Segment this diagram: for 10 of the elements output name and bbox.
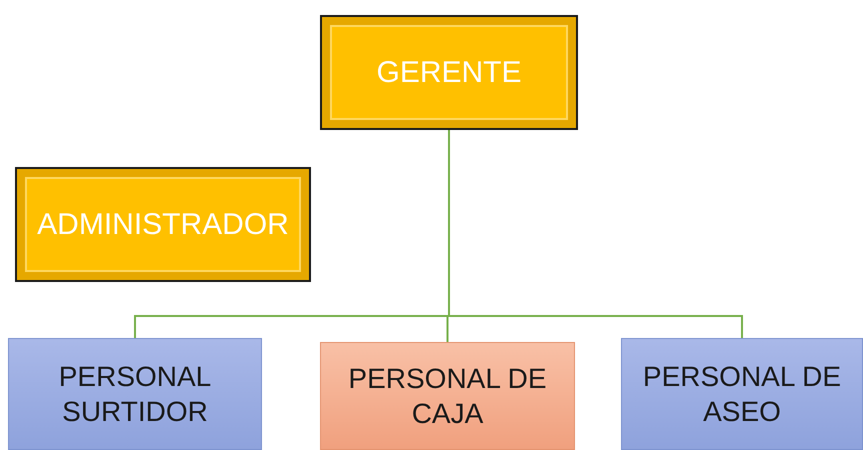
box-label: PERSONAL DE CAJA [347, 362, 548, 431]
org-box [15, 167, 311, 282]
org-box [320, 342, 575, 450]
box-label: PERSONAL SURTIDOR [58, 360, 212, 429]
org-box [8, 338, 262, 450]
org-box [320, 15, 578, 130]
box-label: ADMINISTRADOR [37, 206, 289, 243]
box-label: GERENTE [376, 54, 522, 91]
box-label: PERSONAL DE ASEO [642, 360, 842, 429]
org-box [621, 338, 863, 450]
